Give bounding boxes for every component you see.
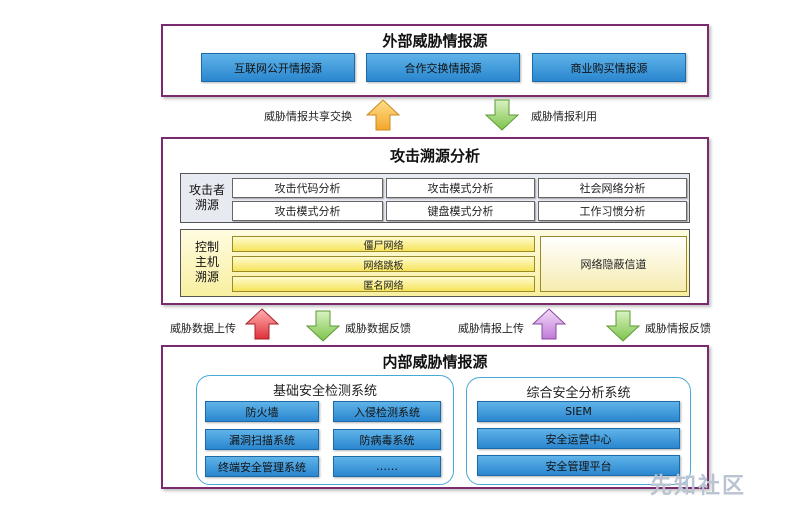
arrow-label-use: 威胁情报利用: [531, 110, 597, 123]
control-item-covert-channel: 网络隐蔽信道: [540, 236, 687, 292]
control-host-trace-label-text: 控制 主机 溯源: [194, 240, 219, 284]
basic-item-vuln-scan: 漏洞扫描系统: [205, 429, 319, 450]
basic-security-system-group: 基础安全检测系统 防火墙 入侵检测系统 漏洞扫描系统 防病毒系统 终端安全管理系…: [196, 375, 454, 485]
arrow-down-green-intel: [606, 310, 640, 342]
external-sources-title: 外部威胁情报源: [382, 32, 488, 50]
basic-item-endpoint-mgmt: 终端安全管理系统: [205, 456, 319, 477]
attacker-trace-group: 攻击者 溯源 攻击代码分析 攻击模式分析 社会网络分析 攻击模式分析 键盘模式分…: [180, 173, 690, 223]
basic-item-antivirus: 防病毒系统: [333, 429, 441, 450]
integrated-item-sec-mgmt: 安全管理平台: [477, 455, 680, 476]
trace-cell: 工作习惯分析: [538, 201, 687, 221]
trace-cell: 攻击模式分析: [232, 201, 383, 221]
source-commercial: 商业购买情报源: [532, 53, 686, 82]
arrow-up-purple: [532, 308, 566, 340]
attacker-trace-label-text: 攻击者 溯源: [188, 183, 225, 212]
trace-cell: 攻击代码分析: [232, 178, 383, 198]
attacker-trace-label: 攻击者 溯源: [185, 183, 229, 213]
arrow-down-green-data: [306, 310, 340, 342]
trace-cell: 键盘模式分析: [386, 201, 535, 221]
external-sources-panel: 外部威胁情报源 互联网公开情报源 合作交换情报源 商业购买情报源: [161, 24, 709, 97]
integrated-item-siem: SIEM: [477, 401, 680, 422]
watermark-text: 先知社区: [650, 474, 747, 499]
control-host-trace-group: 控制 主机 溯源 僵尸网络 网络跳板 匿名网络 网络隐蔽信道: [180, 229, 690, 297]
arrow-up-red: [245, 308, 279, 340]
trace-analysis-panel: 攻击溯源分析 攻击者 溯源 攻击代码分析 攻击模式分析 社会网络分析 攻击模式分…: [161, 137, 709, 305]
arrow-label-intel-feedback: 威胁情报反馈: [645, 322, 711, 335]
internal-sources-panel: 内部威胁情报源 基础安全检测系统 防火墙 入侵检测系统 漏洞扫描系统 防病毒系统…: [161, 345, 709, 489]
control-item-botnet: 僵尸网络: [232, 236, 535, 252]
integrated-item-soc: 安全运营中心: [477, 428, 680, 449]
arrow-label-data-feedback: 威胁数据反馈: [345, 322, 411, 335]
arrow-up-orange: [366, 99, 400, 131]
source-internet-public: 互联网公开情报源: [201, 53, 355, 82]
arrow-label-share: 威胁情报共享交换: [264, 110, 352, 123]
trace-cell: 攻击模式分析: [386, 178, 535, 198]
basic-item-ids: 入侵检测系统: [333, 401, 441, 422]
internal-sources-title: 内部威胁情报源: [382, 353, 488, 371]
trace-analysis-title: 攻击溯源分析: [389, 147, 480, 165]
trace-cell: 社会网络分析: [538, 178, 687, 198]
source-partner-exchange: 合作交换情报源: [366, 53, 520, 82]
integrated-analysis-system-group: 综合安全分析系统 SIEM 安全运营中心 安全管理平台: [466, 377, 691, 485]
arrow-down-green: [485, 99, 519, 131]
control-item-stepping-stone: 网络跳板: [232, 256, 535, 272]
integrated-analysis-system-title: 综合安全分析系统: [526, 386, 631, 401]
basic-item-firewall: 防火墙: [205, 401, 319, 422]
basic-item-more: ……: [333, 456, 441, 477]
control-host-trace-label: 控制 主机 溯源: [189, 240, 225, 285]
arrow-label-data-upload: 威胁数据上传: [170, 322, 236, 335]
basic-security-system-title: 基础安全检测系统: [272, 384, 377, 399]
control-item-anonymous-network: 匿名网络: [232, 276, 535, 292]
arrow-label-intel-upload: 威胁情报上传: [458, 322, 524, 335]
